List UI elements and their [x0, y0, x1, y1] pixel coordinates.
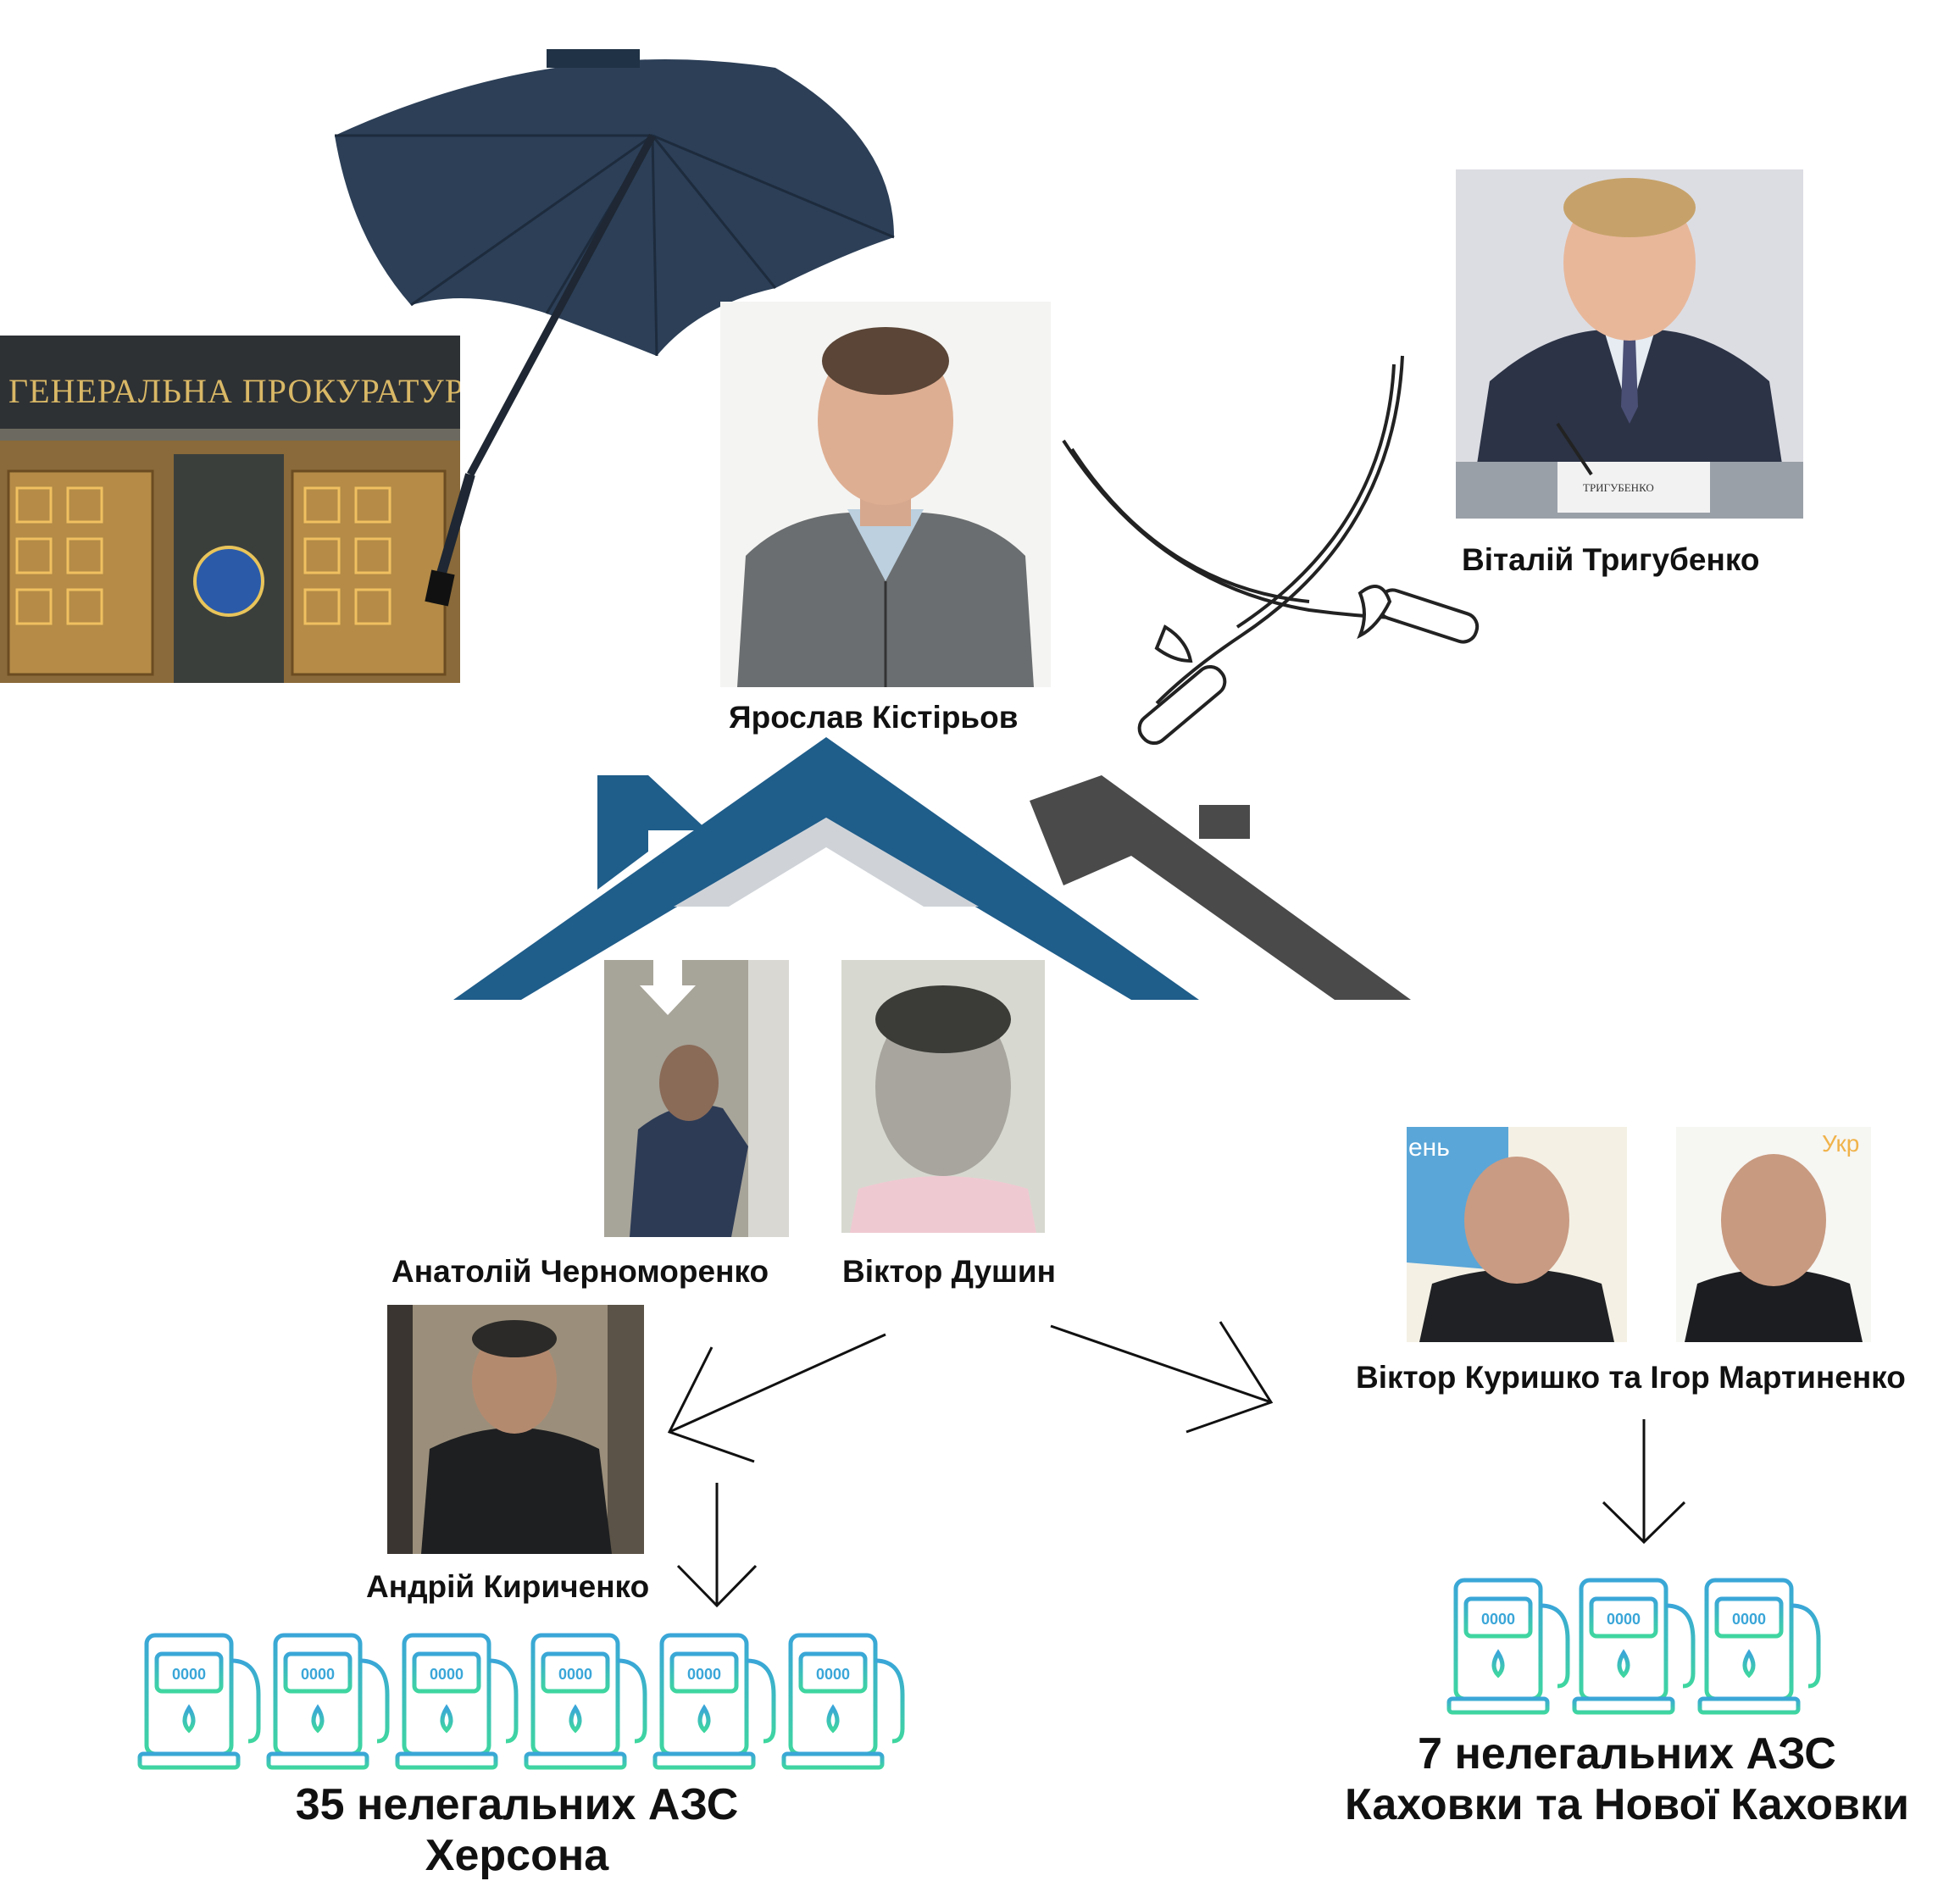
- arrow-to-kherson-head: [667, 1346, 755, 1463]
- kakhovka-line2: Каховки та Нової Каховки: [1345, 1780, 1909, 1829]
- fuel-pump-icon: [1697, 1578, 1821, 1715]
- kyrychenko-name: Андрій Кириченко: [366, 1569, 650, 1604]
- fuel-pump-icon: [652, 1633, 776, 1770]
- kistiriov-photo: [720, 302, 1051, 687]
- arrow-down-kakhovka-head: [1602, 1501, 1686, 1545]
- backdrop-text-left: ень: [1408, 1134, 1450, 1162]
- kyrychenko-photo: [387, 1305, 644, 1554]
- fuel-pump-icon: [781, 1633, 905, 1770]
- pump-display-text: 0000: [687, 1666, 721, 1683]
- fuel-pump-icon: [137, 1633, 261, 1770]
- pump-display-text: 0000: [430, 1666, 464, 1683]
- building-sign-text: ГЕНЕРАЛЬНА ПРОКУРАТУРА УКР: [8, 372, 460, 410]
- pump-display-text: 0000: [1607, 1611, 1641, 1628]
- chornomorenko-photo: [604, 960, 789, 1237]
- arrow-to-kakhovka-head: [1185, 1321, 1274, 1434]
- arrow-to-kherson: [669, 1333, 886, 1434]
- arrow-to-kakhovka: [1050, 1324, 1272, 1404]
- fuel-pump-icon: [1446, 1578, 1570, 1715]
- arrow-down-kherson-head: [676, 1564, 758, 1608]
- fuel-pump-icon: [524, 1633, 647, 1770]
- pump-display-text: 0000: [172, 1666, 206, 1683]
- dushyn-name: Віктор Душин: [842, 1254, 1056, 1289]
- kakhovka-line1: 7 нелегальних АЗС: [1418, 1729, 1836, 1778]
- tryhubenko-name: Віталій Тригубенко: [1462, 542, 1760, 577]
- prosecutor-office-photo: ГЕНЕРАЛЬНА ПРОКУРАТУРА УКР: [0, 336, 460, 683]
- kurishko-photo: ень: [1407, 1127, 1627, 1342]
- crossed-sabers-icon: [1055, 347, 1496, 754]
- chornomorenko-name: Анатолій Черноморенко: [391, 1254, 769, 1289]
- kherson-pumps: 0000 0000 0000 0000 0000 0000: [131, 1627, 928, 1779]
- houses-icon: [453, 737, 1411, 1008]
- kakhovka-pumps: 0000 0000 0000: [1441, 1572, 1864, 1724]
- kherson-caption: 35 нелегальних АЗС Херсона: [254, 1779, 780, 1881]
- fuel-pump-icon: [266, 1633, 390, 1770]
- pump-display-text: 0000: [816, 1666, 850, 1683]
- pump-display-text: 0000: [1481, 1611, 1515, 1628]
- umbrella-icon: [301, 34, 919, 627]
- dushyn-photo: [841, 960, 1045, 1233]
- fuel-pump-icon: [395, 1633, 519, 1770]
- tryhubenko-photo: ТРИГУБЕНКО: [1456, 169, 1803, 519]
- kakhovka-caption: 7 нелегальних АЗС Каховки та Нової Кахов…: [1322, 1728, 1932, 1830]
- kherson-line1: 35 нелегальних АЗС: [295, 1780, 739, 1829]
- kistiriov-name: Ярослав Кістірьов: [729, 700, 1019, 735]
- nameplate-text: ТРИГУБЕНКО: [1583, 481, 1654, 494]
- kurishko-martynenko-name: Віктор Куришко та Ігор Мартиненко: [1356, 1360, 1906, 1395]
- backdrop-text-right: Укр: [1822, 1130, 1860, 1157]
- fuel-pump-icon: [1572, 1578, 1696, 1715]
- martynenko-photo: Укр: [1676, 1127, 1871, 1342]
- kherson-line2: Херсона: [425, 1831, 609, 1880]
- pump-display-text: 0000: [558, 1666, 592, 1683]
- pump-display-text: 0000: [301, 1666, 335, 1683]
- pump-display-text: 0000: [1732, 1611, 1766, 1628]
